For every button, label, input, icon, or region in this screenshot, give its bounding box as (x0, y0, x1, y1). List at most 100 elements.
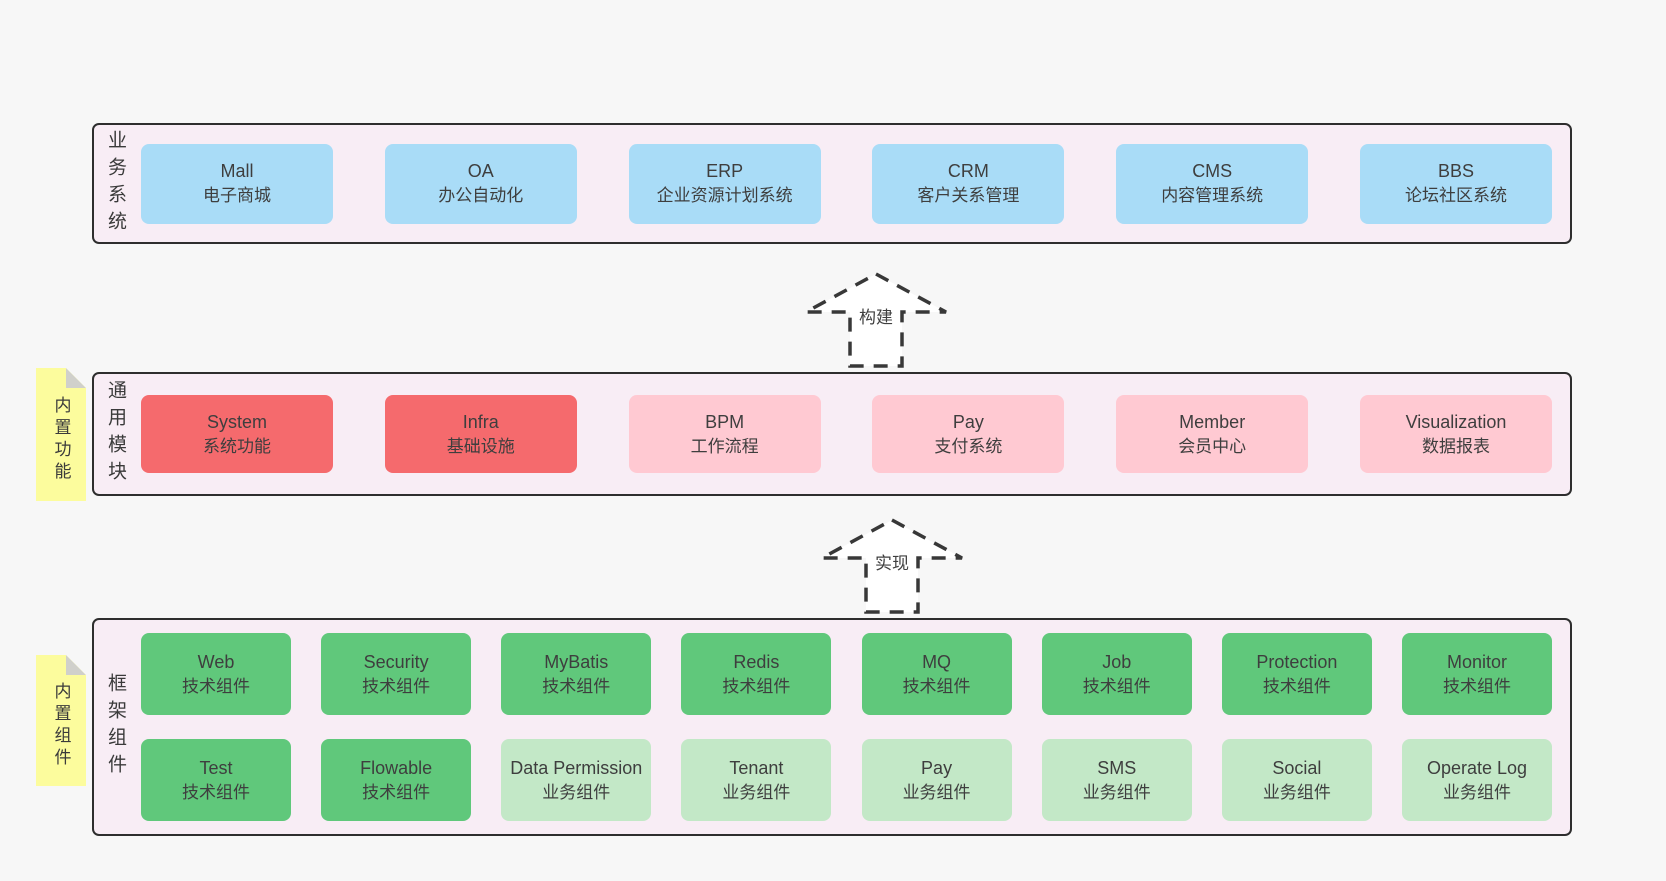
box-mall-name: Mall (220, 161, 254, 181)
box-flowable-name: Flowable (360, 757, 433, 778)
box-oa-desc: 办公自动化 (438, 186, 524, 206)
box-sms-desc: 业务组件 (1082, 782, 1151, 802)
box-system: System 系统功能 (141, 395, 333, 473)
box-cms: CMS 内容管理系统 (1116, 143, 1309, 224)
box-security-desc: 技术组件 (362, 676, 431, 696)
note-builtin-features-label: 内置功能 (51, 395, 71, 484)
box-member-name: Member (1179, 411, 1246, 432)
components-row-2: Test 技术组件 Flowable 技术组件 Data Permission … (141, 739, 1552, 821)
box-mq-desc: 技术组件 (902, 676, 971, 696)
box-infra-name: Infra (462, 411, 499, 432)
box-web-desc: 技术组件 (182, 676, 250, 696)
band-business-systems: 业务系统 Mall 电子商城 OA 办公自动化 ERP 企业资源计划系统 CRM… (92, 123, 1572, 244)
box-crm-desc: 客户关系管理 (917, 186, 1020, 206)
box-mybatis: MyBatis 技术组件 (501, 633, 652, 715)
note-builtin-components-label: 内置组件 (51, 681, 71, 770)
box-mybatis-desc: 技术组件 (542, 676, 611, 696)
box-sms-name: SMS (1097, 757, 1137, 778)
band-business-label: 业务系统 (105, 129, 126, 238)
note-builtin-features: 内置功能 (36, 368, 86, 501)
box-protection: Protection 技术组件 (1221, 633, 1372, 715)
box-web-name: Web (197, 651, 235, 672)
build-arrow: 构建 (804, 270, 952, 370)
band-framework-components: 框架组件 Web 技术组件 Security 技术组件 MyBatis 技术组件… (92, 618, 1572, 836)
box-pay-component-name: Pay (921, 757, 953, 778)
box-security-name: Security (363, 651, 429, 672)
box-system-name: System (206, 411, 267, 432)
box-monitor-name: Monitor (1446, 651, 1507, 672)
band-common-modules: 通用模块 System 系统功能 Infra 基础设施 BPM 工作流程 Pay… (92, 372, 1572, 496)
implement-arrow-label: 实现 (872, 548, 912, 575)
box-social-name: Social (1272, 757, 1322, 778)
box-crm-name: CRM (947, 161, 989, 181)
box-erp-name: ERP (706, 161, 744, 181)
box-test-name: Test (199, 757, 233, 778)
box-data-permission-name: Data Permission (510, 757, 643, 778)
box-cms-desc: 内容管理系统 (1161, 186, 1264, 206)
box-bbs-desc: 论坛社区系统 (1404, 186, 1507, 206)
box-job-desc: 技术组件 (1082, 676, 1151, 696)
band-components-label: 框架组件 (105, 673, 126, 781)
box-member: Member 会员中心 (1116, 395, 1309, 473)
box-social-desc: 业务组件 (1262, 782, 1331, 802)
box-tenant: Tenant 业务组件 (681, 739, 832, 821)
box-erp: ERP 企业资源计划系统 (628, 143, 821, 224)
note-fold-icon (66, 368, 86, 388)
box-oa-name: OA (467, 161, 494, 181)
box-flowable: Flowable 技术组件 (321, 739, 472, 821)
box-pay-component: Pay 业务组件 (861, 739, 1012, 821)
box-test: Test 技术组件 (141, 739, 291, 821)
band-business-boxes: Mall 电子商城 OA 办公自动化 ERP 企业资源计划系统 CRM 客户关系… (125, 143, 1570, 224)
box-pay-module: Pay 支付系统 (872, 395, 1065, 473)
box-bbs-name: BBS (1437, 161, 1474, 181)
box-job: Job 技术组件 (1041, 633, 1192, 715)
box-tenant-desc: 业务组件 (722, 782, 791, 802)
box-bpm-desc: 工作流程 (690, 436, 759, 456)
box-protection-name: Protection (1256, 651, 1338, 672)
box-mq: MQ 技术组件 (861, 633, 1012, 715)
box-test-desc: 技术组件 (182, 782, 250, 802)
box-monitor-desc: 技术组件 (1442, 676, 1511, 696)
box-mall-desc: 电子商城 (203, 186, 271, 206)
box-protection-desc: 技术组件 (1262, 676, 1331, 696)
box-pay-component-desc: 业务组件 (902, 782, 971, 802)
box-job-name: Job (1102, 651, 1132, 672)
box-redis: Redis 技术组件 (681, 633, 832, 715)
box-member-desc: 会员中心 (1178, 436, 1247, 456)
box-operate-log-desc: 业务组件 (1442, 782, 1511, 802)
band-modules-label: 通用模块 (105, 380, 126, 488)
build-arrow-label: 构建 (856, 302, 896, 329)
box-erp-desc: 企业资源计划系统 (656, 186, 793, 206)
box-data-permission-desc: 业务组件 (542, 782, 611, 802)
band-components-rows: Web 技术组件 Security 技术组件 MyBatis 技术组件 Redi… (125, 633, 1570, 821)
note-builtin-components: 内置组件 (36, 655, 86, 786)
box-cms-name: CMS (1192, 161, 1233, 181)
box-bpm-name: BPM (705, 411, 745, 432)
box-redis-desc: 技术组件 (722, 676, 791, 696)
box-mybatis-name: MyBatis (544, 651, 609, 672)
box-infra-desc: 基础设施 (446, 436, 515, 456)
box-social: Social 业务组件 (1221, 739, 1372, 821)
box-operate-log-name: Operate Log (1426, 757, 1528, 778)
box-sms: SMS 业务组件 (1041, 739, 1192, 821)
box-pay-module-name: Pay (952, 411, 984, 432)
box-pay-module-desc: 支付系统 (934, 436, 1003, 456)
box-flowable-desc: 技术组件 (362, 782, 431, 802)
box-infra: Infra 基础设施 (384, 395, 577, 473)
box-redis-name: Redis (733, 651, 780, 672)
band-modules-boxes: System 系统功能 Infra 基础设施 BPM 工作流程 Pay 支付系统… (125, 395, 1570, 473)
box-web: Web 技术组件 (141, 633, 291, 715)
box-mq-name: MQ (922, 651, 952, 672)
box-bbs: BBS 论坛社区系统 (1359, 143, 1552, 224)
box-oa: OA 办公自动化 (384, 143, 577, 224)
implement-arrow: 实现 (820, 516, 968, 616)
box-mall: Mall 电子商城 (141, 143, 333, 224)
box-data-permission: Data Permission 业务组件 (501, 739, 652, 821)
note-fold-icon (66, 655, 86, 675)
box-monitor: Monitor 技术组件 (1401, 633, 1552, 715)
components-row-1: Web 技术组件 Security 技术组件 MyBatis 技术组件 Redi… (141, 633, 1552, 715)
box-security: Security 技术组件 (321, 633, 472, 715)
box-operate-log: Operate Log 业务组件 (1401, 739, 1552, 821)
box-system-desc: 系统功能 (203, 436, 271, 456)
